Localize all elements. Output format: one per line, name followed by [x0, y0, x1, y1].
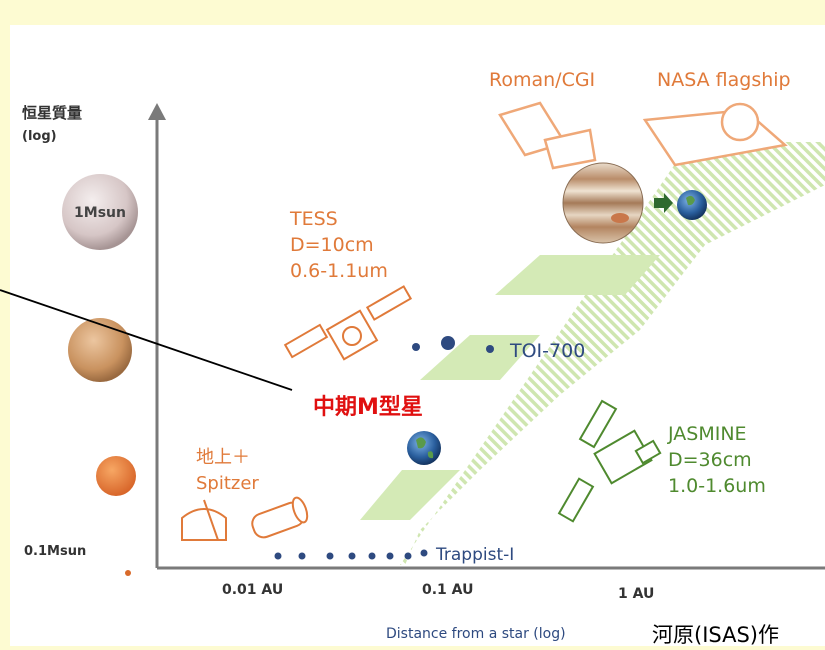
jasmine-band: 1.0-1.6um [668, 475, 766, 497]
toi-700-label: TOI-700 [509, 340, 585, 362]
star-k-type [68, 318, 132, 382]
nasa-label: NASA flagship [657, 69, 791, 91]
exo-earth-icon [677, 190, 707, 220]
toi-700-planets [412, 336, 494, 353]
y-axis-unit: (log) [22, 129, 57, 144]
exo-earth-land [686, 195, 695, 206]
roman-label: Roman/CGI [489, 69, 595, 91]
spitzer-icon [251, 496, 309, 539]
tess-name: TESS [289, 208, 338, 230]
tess-band: 0.6-1.1um [290, 260, 388, 282]
trappist-planets [274, 549, 428, 560]
arrow-icon [654, 193, 673, 213]
nasa-telescope-icon [642, 102, 788, 167]
y-tick-0-1msun: 0.1Msun [24, 544, 86, 559]
roman-telescope-icon [498, 101, 597, 170]
habitable-zone-band [298, 142, 825, 565]
x-tick-0-01au: 0.01 AU [222, 582, 283, 598]
ground-label-1: 地上＋ [196, 447, 250, 468]
jupiter-icon [562, 162, 644, 244]
x-axis-title: Distance from a star (log) [386, 626, 566, 642]
x-tick-0-1au: 0.1 AU [422, 582, 473, 598]
ground-label-2: Spitzer [196, 473, 259, 494]
tess-satellite-icon [283, 285, 413, 361]
ground-telescope-icon [181, 499, 227, 541]
star-m-dwarf [96, 456, 136, 496]
credit-label: 河原(ISAS)作 [652, 623, 779, 646]
y-axis-title: 恒星質量 [22, 104, 82, 122]
callout-label: 中期M型星 [313, 395, 423, 420]
x-tick-1au: 1 AU [618, 586, 654, 602]
jasmine-aperture: D=36cm [668, 449, 752, 471]
star-sun-sized [62, 174, 138, 250]
trappist-label: Trappist-I [435, 545, 514, 565]
y-tick-1msun: 1Msun [74, 205, 126, 221]
jasmine-satellite-icon [557, 399, 662, 523]
jasmine-name: JASMINE [667, 423, 747, 445]
star-tiny [125, 570, 131, 576]
callout-line [0, 289, 293, 391]
y-axis-arrowhead [148, 103, 166, 120]
earth-land [416, 437, 434, 459]
earth-icon [407, 431, 441, 465]
tess-aperture: D=10cm [290, 234, 374, 256]
jupiter-red-spot [611, 213, 629, 223]
